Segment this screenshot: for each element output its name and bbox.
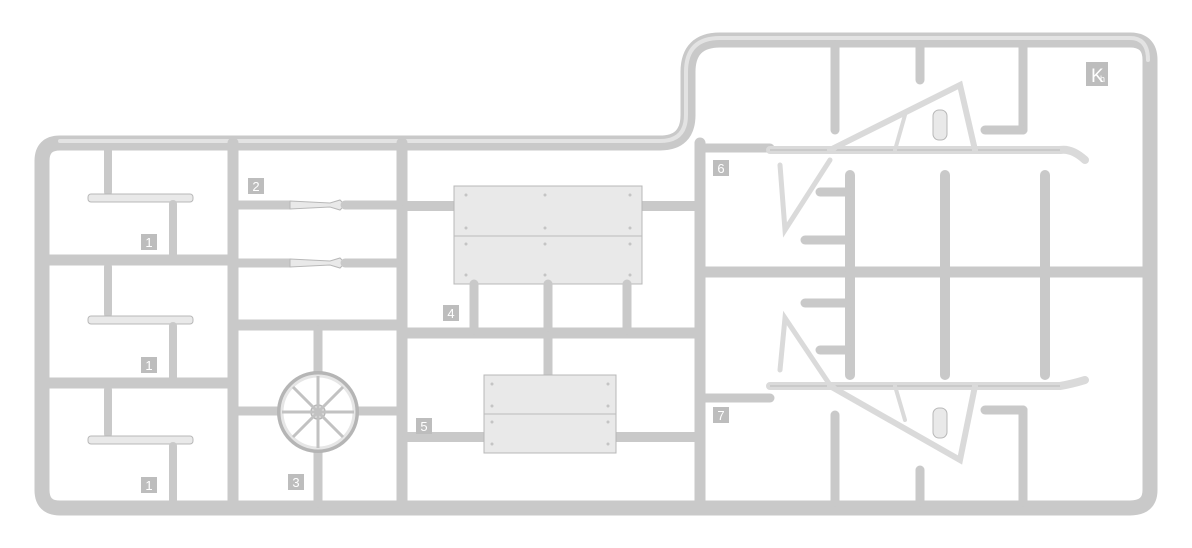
part-2-group bbox=[233, 199, 403, 269]
svg-text:3: 3 bbox=[292, 475, 299, 490]
part-tag-1b: 1 bbox=[141, 357, 157, 373]
svg-text:h: h bbox=[1100, 74, 1105, 84]
svg-text:2: 2 bbox=[252, 179, 259, 194]
part-1-group bbox=[87, 146, 194, 506]
part-6-frame bbox=[700, 40, 1089, 245]
outer-frame bbox=[34, 32, 1158, 516]
svg-text:1: 1 bbox=[145, 478, 152, 493]
svg-text:6: 6 bbox=[717, 161, 724, 176]
part-tag-3: 3 bbox=[288, 474, 304, 490]
svg-text:4: 4 bbox=[447, 306, 454, 321]
inner-runners bbox=[36, 137, 1156, 514]
part-tag-1c: 1 bbox=[141, 477, 157, 493]
part-tag-2: 2 bbox=[248, 178, 264, 194]
part-tag-5: 5 bbox=[416, 418, 432, 434]
part-tag-7: 7 bbox=[713, 407, 729, 423]
sprue-code-tag: K h bbox=[1086, 62, 1108, 87]
svg-text:5: 5 bbox=[420, 419, 427, 434]
part-3-wheel bbox=[233, 325, 403, 508]
part-4-panel bbox=[402, 185, 700, 335]
part-5-panel bbox=[402, 331, 700, 454]
part-7-frame bbox=[700, 298, 1089, 507]
svg-text:1: 1 bbox=[145, 358, 152, 373]
part-tag-1a: 1 bbox=[141, 234, 157, 250]
svg-text:1: 1 bbox=[145, 235, 152, 250]
svg-text:K: K bbox=[1091, 66, 1104, 87]
part-tag-6: 6 bbox=[713, 160, 729, 176]
part-tag-4: 4 bbox=[443, 305, 459, 321]
svg-text:7: 7 bbox=[717, 408, 724, 423]
part-number-tags: 1 1 1 2 3 4 5 6 bbox=[141, 160, 729, 493]
